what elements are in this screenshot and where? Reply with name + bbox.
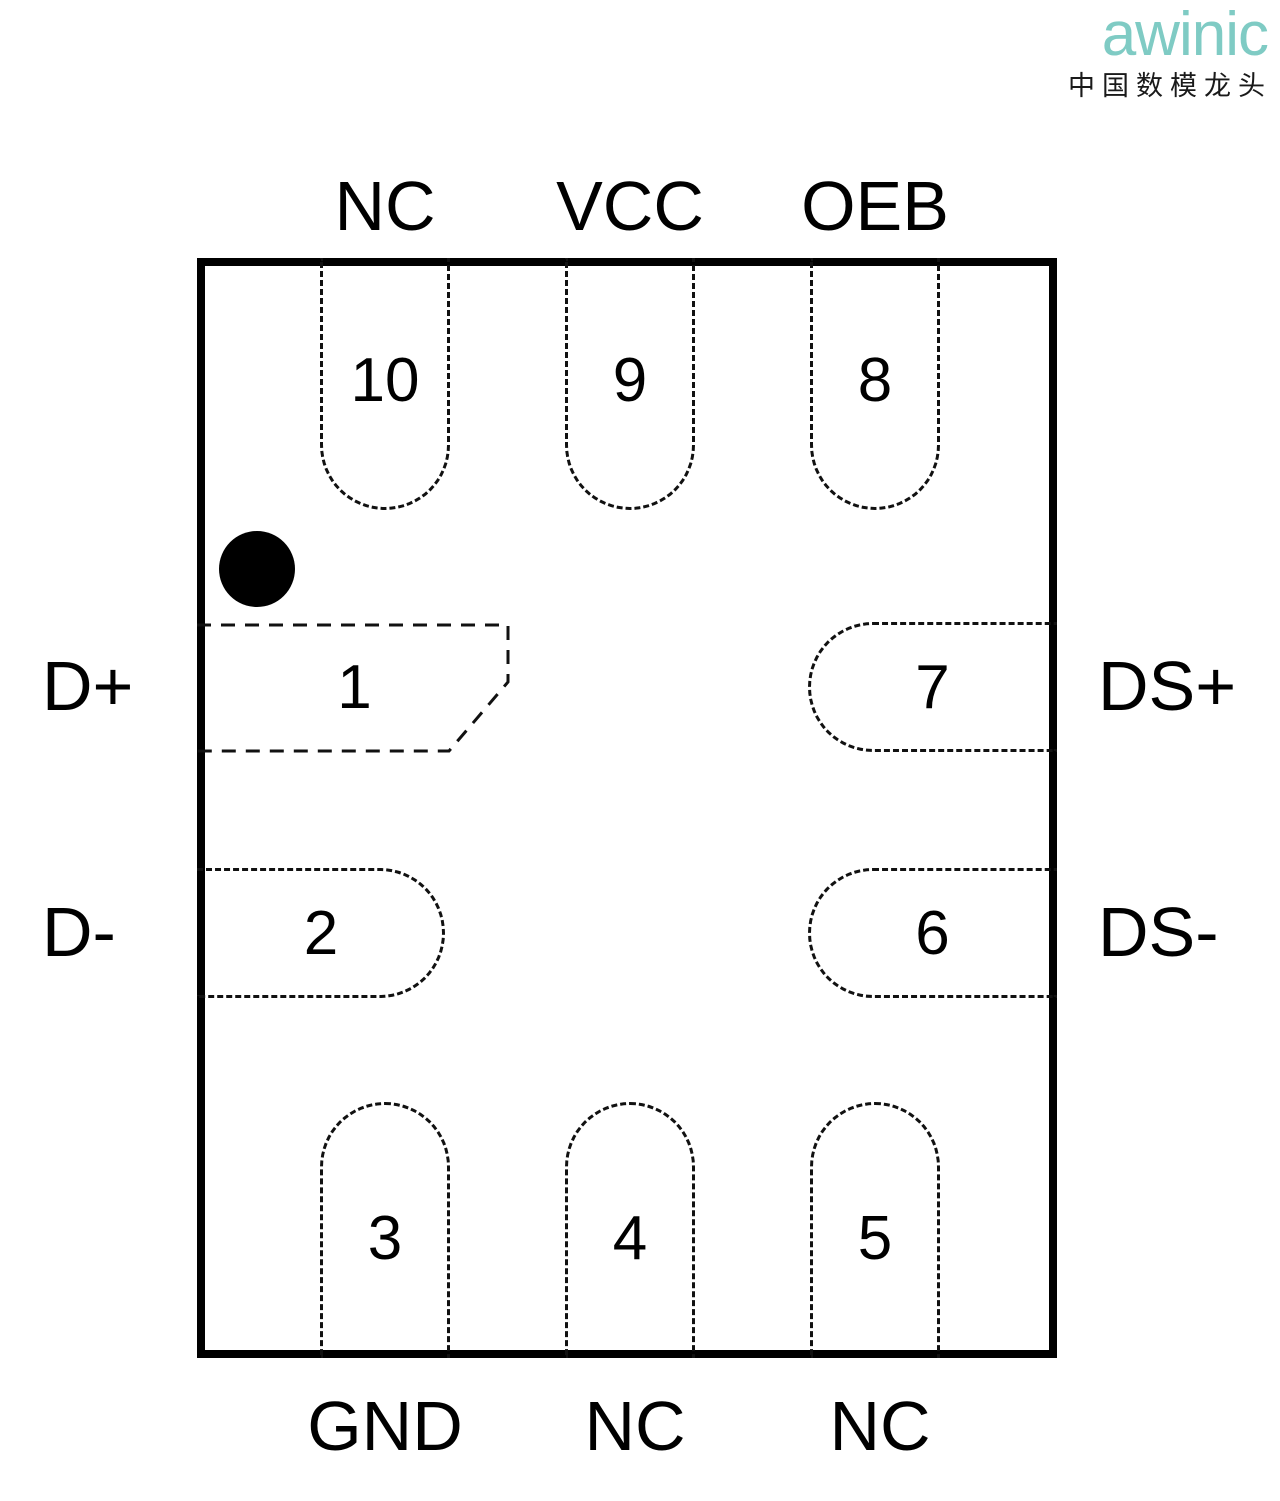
pad-number-1: 1	[337, 653, 372, 722]
pad-pin-10	[320, 258, 450, 510]
pin-label-10: NC	[334, 167, 436, 245]
brand-logo: awinic 中国数模龙头	[1002, 4, 1272, 104]
pad-number-3: 3	[367, 1204, 403, 1273]
pad-pin-3	[320, 1102, 450, 1358]
pad-pin-4	[565, 1102, 695, 1358]
pin-label-4: NC	[584, 1387, 686, 1465]
pin-label-6: DS-	[1098, 893, 1219, 971]
pad-number-5: 5	[857, 1204, 893, 1273]
pad-pin-7	[808, 622, 1057, 752]
pad-number-2: 2	[303, 899, 339, 968]
pad-number-6: 6	[915, 899, 950, 968]
pin-label-9: VCC	[556, 167, 704, 245]
brand-tagline: 中国数模龙头	[1068, 71, 1272, 102]
pin-label-3: GND	[307, 1387, 463, 1465]
pad-pin-8	[810, 258, 940, 510]
pin1-orientation-dot	[219, 531, 295, 607]
pad-number-4: 4	[612, 1204, 648, 1273]
pin-label-8: OEB	[801, 167, 949, 245]
chip-body-outline	[197, 258, 1057, 1358]
pad-pin-1	[197, 622, 512, 754]
pin-label-7: DS+	[1098, 647, 1237, 725]
pad-number-7: 7	[915, 653, 950, 722]
pin-label-5: NC	[829, 1387, 931, 1465]
pad-number-8: 8	[857, 346, 893, 415]
pin-label-2: D-	[42, 893, 116, 971]
pad-pin-6	[808, 868, 1057, 998]
brand-wordmark: awinic	[1101, 0, 1269, 69]
pad-number-10: 10	[350, 346, 420, 415]
pad-pin-2	[197, 868, 445, 998]
pad-pin-5	[810, 1102, 940, 1358]
pad-number-9: 9	[612, 346, 648, 415]
pad-pin-9	[565, 258, 695, 510]
pin-label-1: D+	[42, 647, 134, 725]
